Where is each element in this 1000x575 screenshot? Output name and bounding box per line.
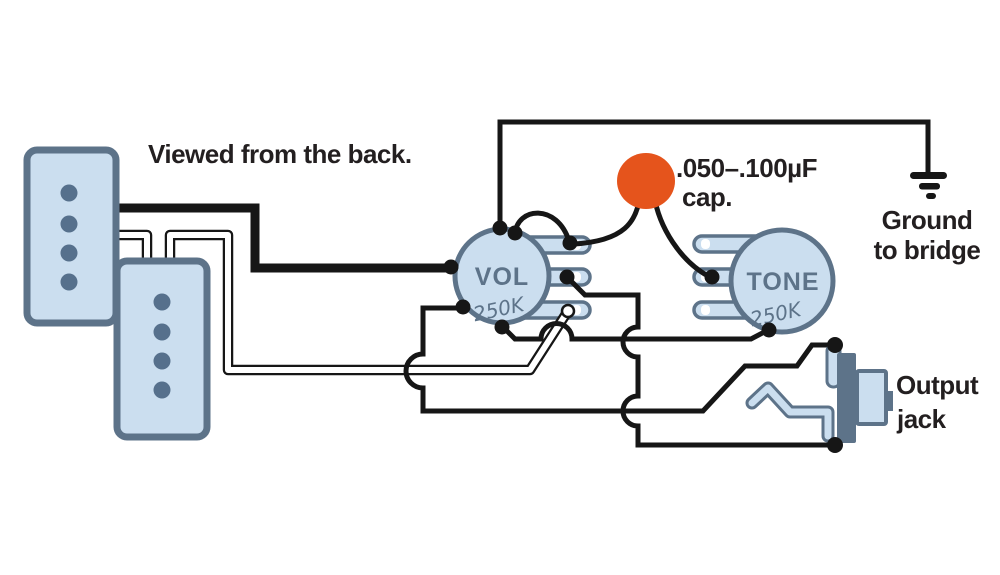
volume-pot-label: VOL [475,263,529,291]
capacitor [617,153,675,209]
jack-barrel-nub [884,391,893,411]
white-wire-pickup2-to-volume [167,232,569,373]
solder-joint-dot [704,269,720,285]
wire-volume-lug2-to-jack-sleeve [566,276,832,448]
output-jack-label-line1: Output [896,370,979,400]
pole-piece-dot [153,323,171,341]
pickup-bridge [113,257,211,441]
pole-piece-dot [153,381,171,399]
wire-pickup1-to-volume-case [112,203,451,273]
ground-label-line2: to bridge [874,235,981,265]
solder-joint-dot [443,259,459,275]
pole-piece-dot [60,215,78,233]
ground-symbol [910,172,947,199]
solder-joint-dot [507,225,523,241]
tone-lug-1-slot [701,239,710,249]
white-wire-pickup1-to-pickup2 [114,232,150,263]
pole-piece-dot [153,352,171,370]
tone-pot-body [728,227,836,335]
ground-bar-medium [919,183,940,190]
solder-joint-dot [494,319,510,335]
solder-joint-dot [761,322,777,338]
labels: Viewed from the back. .050–.100µF cap. G… [148,139,981,434]
tone-pot-label: TONE [747,268,820,296]
capacitor-word-label: cap. [682,182,732,212]
pickup-bridge-body [113,257,211,441]
solder-joints [443,220,843,453]
jack-mounting-plate [837,353,856,443]
white-wires [114,229,576,376]
solder-joint-dot [827,437,843,453]
pole-piece-dot [60,244,78,262]
jack-spring-contact [748,384,832,440]
ground-label-line1: Ground [882,205,973,235]
solder-joint-dot [559,269,575,285]
pole-piece-dot [60,184,78,202]
output-jack [745,343,893,443]
ground-bar-short [926,193,936,199]
jack-barrel [855,369,888,426]
solder-joint-dot [827,337,843,353]
output-jack-label-line2: jack [896,404,947,434]
wire-volume-case-to-jack-tip [403,305,832,414]
volume-lug-2-slot [572,272,581,282]
solder-joint-dot [492,220,508,236]
tone-lug-3-slot [701,305,710,315]
wire-volume-case-to-bridge-ground [497,119,931,229]
pickup-neck [23,146,120,327]
pole-piece-dot [153,293,171,311]
pole-piece-dot [60,273,78,291]
ground-bar-long [910,172,947,179]
solder-joint-dot [562,235,578,251]
viewed-from-back-label: Viewed from the back. [148,139,412,169]
solder-joint-dot [455,299,471,315]
white-wire-tip [560,303,576,319]
pickup-neck-body [23,146,120,327]
wire-ground-bus-volume-to-tone [501,321,770,342]
tone-pot: TONE 250K [692,227,836,335]
capacitor-value-label: .050–.100µF [676,153,817,183]
